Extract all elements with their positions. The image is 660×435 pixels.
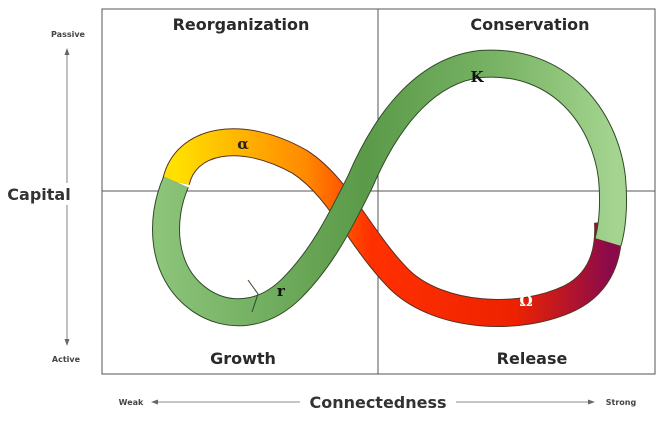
growth-conservation-band: [153, 50, 627, 326]
arrow-right-icon: [588, 399, 595, 405]
y-axis-top-label: Passive: [51, 30, 86, 39]
quadrant-growth: Growth: [210, 349, 276, 368]
y-axis-bottom-label: Active: [52, 355, 81, 364]
quadrant-reorganization: Reorganization: [173, 15, 310, 34]
arrow-down-icon: [64, 339, 70, 346]
omega-label: Ω: [519, 292, 532, 310]
x-axis-title: Connectedness: [309, 393, 446, 412]
r-label: r: [277, 282, 286, 300]
r-segment-seam: [247, 279, 259, 313]
arrow-up-icon: [64, 48, 70, 55]
k-label: K: [470, 68, 484, 86]
quadrant-conservation: Conservation: [470, 15, 589, 34]
arrow-left-icon: [151, 399, 158, 405]
x-axis-left-label: Weak: [119, 398, 144, 407]
y-axis-title: Capital: [7, 185, 70, 204]
x-axis-right-label: Strong: [606, 398, 637, 407]
quadrant-release: Release: [497, 349, 568, 368]
alpha-label: α: [237, 135, 249, 153]
alpha-omega-band: [163, 129, 622, 326]
